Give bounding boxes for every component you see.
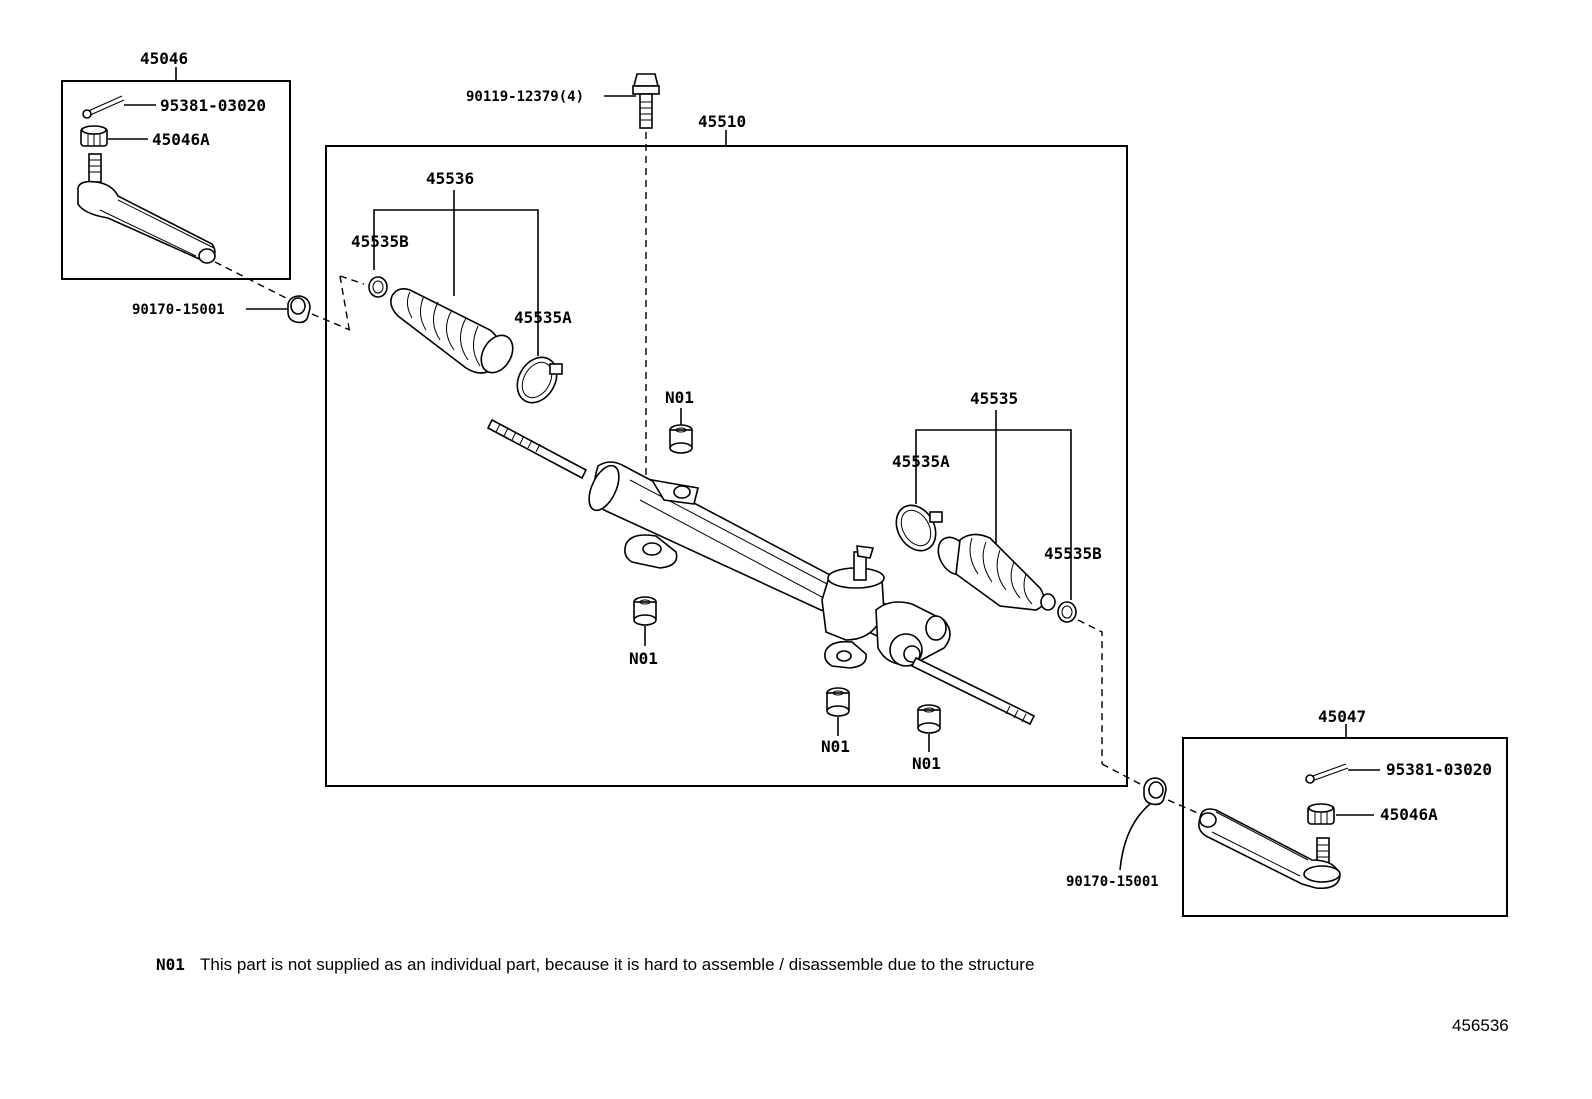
- label-45046A-left[interactable]: 45046A: [152, 130, 210, 149]
- lock-nut-left-group: 90170-15001: [132, 261, 351, 331]
- nut-left-icon: [80, 125, 108, 147]
- clip-right-icon: [1057, 601, 1077, 623]
- nut-right-icon: [1307, 803, 1335, 825]
- bushing-icon: [633, 596, 657, 626]
- label-n01-c[interactable]: N01: [821, 737, 850, 756]
- tie-rod-end-right-icon: [1198, 808, 1341, 890]
- label-45047[interactable]: 45047: [1318, 707, 1366, 726]
- bushing-icon: [826, 687, 850, 717]
- label-n01-b[interactable]: N01: [629, 649, 658, 668]
- lock-nut-right-group: 90170-15001: [1066, 763, 1201, 890]
- label-45535B-left[interactable]: 45535B: [351, 232, 409, 251]
- label-45535[interactable]: 45535: [970, 389, 1018, 408]
- bolt-icon: [632, 73, 660, 129]
- label-45535B-right[interactable]: 45535B: [1044, 544, 1102, 563]
- clamp-right-icon: [895, 504, 943, 552]
- boot-left-icon: [390, 288, 514, 374]
- tie-rod-end-left-group: 45046 95381-03020 45046A: [61, 49, 291, 280]
- footnote-code: N01: [156, 955, 185, 974]
- cotter-pin-left-icon: [82, 95, 125, 119]
- boot-right-icon: [937, 533, 1056, 611]
- label-45535A-right[interactable]: 45535A: [892, 452, 950, 471]
- steering-gear-group: 45510 45536 45535B 45535A: [325, 112, 1128, 787]
- tie-rod-end-left-icon: [77, 153, 216, 264]
- lock-nut-left-icon: [287, 295, 311, 324]
- lock-nut-right-icon: [1143, 777, 1167, 806]
- bushing-n01-a-group: N01: [665, 388, 694, 454]
- label-n01-a[interactable]: N01: [665, 388, 694, 407]
- tie-rod-end-right-box: [1182, 737, 1508, 917]
- clamp-left-icon: [516, 356, 563, 404]
- bushing-n01-c-group: N01: [821, 687, 850, 756]
- label-95381-03020-left[interactable]: 95381-03020: [160, 96, 266, 115]
- steering-gear-box: [325, 145, 1128, 787]
- bushing-n01-b-group: N01: [629, 596, 658, 668]
- label-n01-d[interactable]: N01: [912, 754, 941, 773]
- cotter-pin-right-icon: [1305, 763, 1349, 784]
- bushing-icon: [917, 704, 941, 734]
- label-90119-12379[interactable]: 90119-12379(4): [466, 89, 584, 105]
- clip-left-icon: [368, 276, 388, 298]
- label-45535A-left[interactable]: 45535A: [514, 308, 572, 327]
- label-90170-15001-right[interactable]: 90170-15001: [1066, 874, 1159, 890]
- label-95381-03020-right[interactable]: 95381-03020: [1386, 760, 1492, 779]
- label-45046[interactable]: 45046: [140, 49, 188, 68]
- illustration-number: 456536: [1452, 1016, 1509, 1035]
- bushing-icon: [669, 424, 693, 454]
- footnote-text: This part is not supplied as an individu…: [200, 955, 1034, 974]
- footnote: N01 This part is not supplied as an indi…: [156, 955, 1034, 974]
- bolt-group: 90119-12379(4): [466, 73, 660, 482]
- rack-and-pinion-icon: [486, 418, 1036, 726]
- label-45046A-right[interactable]: 45046A: [1380, 805, 1438, 824]
- bushing-n01-d-group: N01: [912, 704, 941, 773]
- label-90170-15001-left[interactable]: 90170-15001: [132, 302, 225, 318]
- tie-rod-end-right-group: 45047 95381-03020 45046A: [1182, 707, 1508, 917]
- label-45510[interactable]: 45510: [698, 112, 746, 131]
- label-45536[interactable]: 45536: [426, 169, 474, 188]
